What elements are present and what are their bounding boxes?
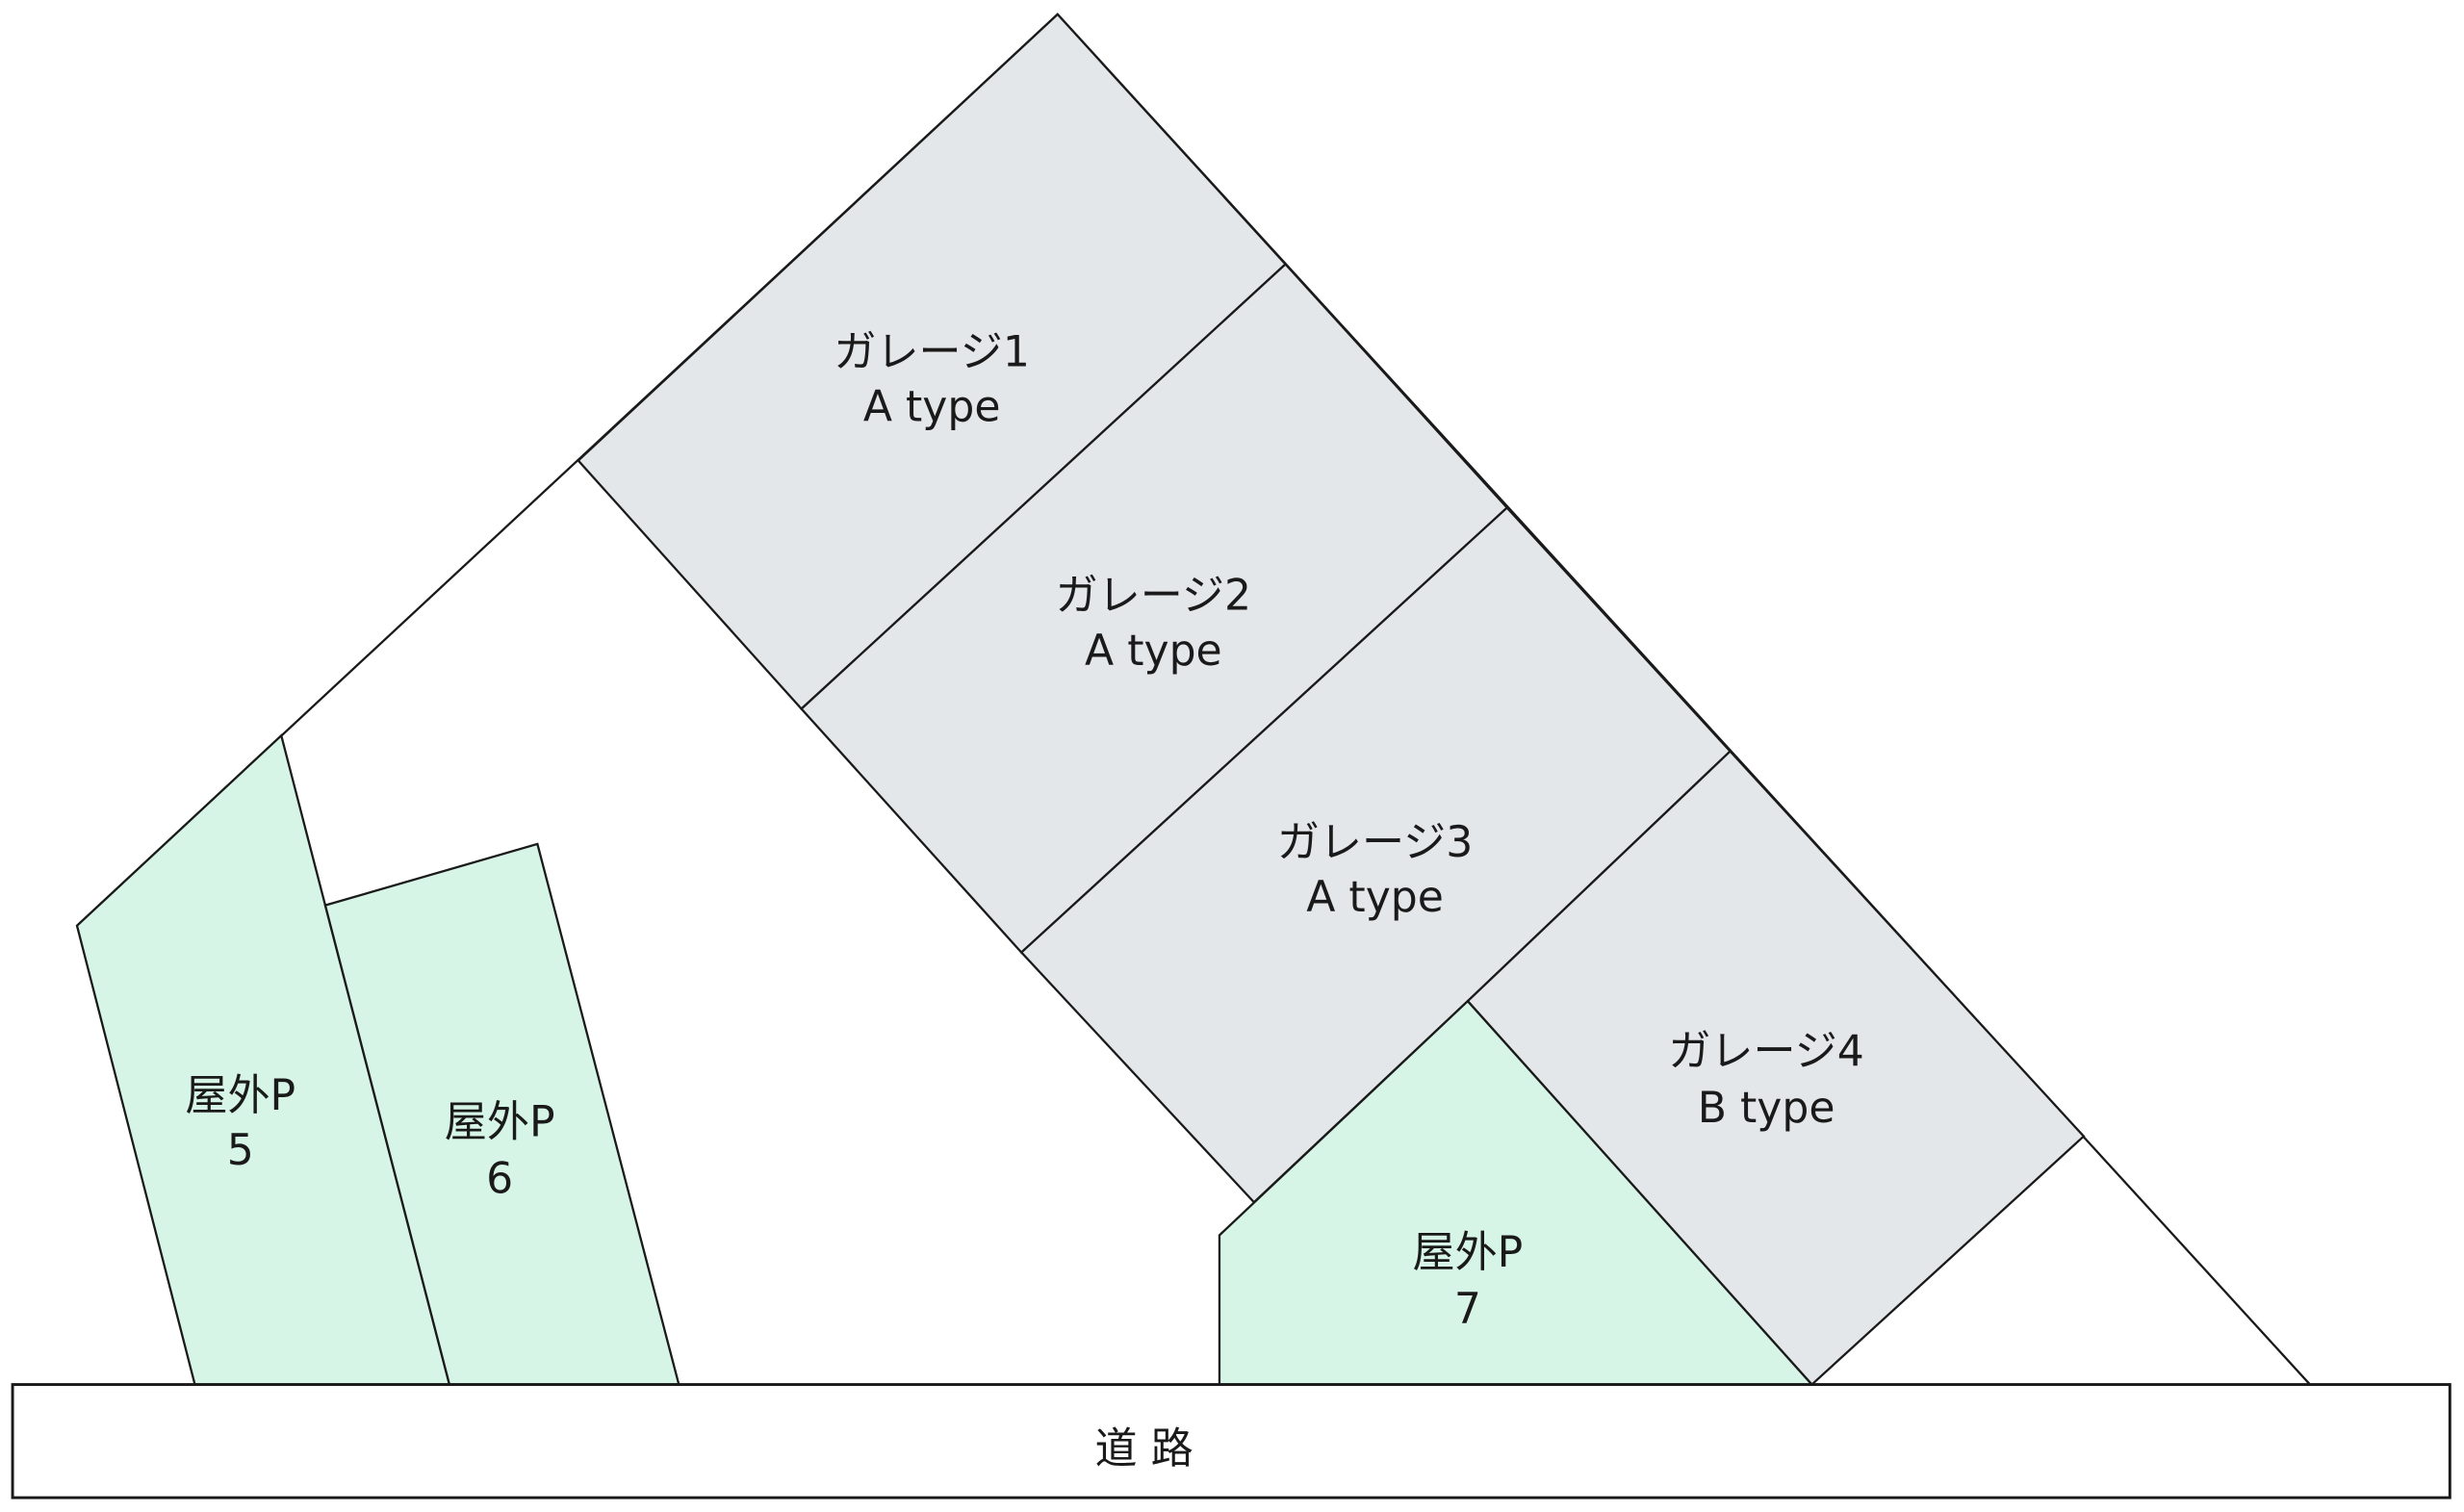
garage-3-type: A type — [1306, 873, 1444, 922]
outdoor-p7-label: 屋外P — [1413, 1228, 1524, 1277]
outdoor-p6-label: 屋外P — [445, 1098, 555, 1147]
garage-1-label: ガレージ1 — [834, 328, 1029, 377]
garage-2-label: ガレージ2 — [1056, 572, 1251, 621]
outdoor-p5-label: 屋外P — [185, 1071, 295, 1120]
outdoor-p5-number: 5 — [227, 1126, 254, 1175]
outdoor-p7-number: 7 — [1454, 1285, 1481, 1334]
garage-4-type: B type — [1698, 1084, 1835, 1133]
road — [11, 1383, 2451, 1499]
garage-2-type: A type — [1085, 627, 1222, 676]
road-label: 道 路 — [1094, 1424, 1193, 1474]
garage-4-label: ガレージ4 — [1668, 1027, 1863, 1076]
garage-1-type: A type — [863, 383, 1001, 432]
garage-3-label: ガレージ3 — [1277, 818, 1473, 867]
outdoor-p6-number: 6 — [486, 1154, 513, 1203]
